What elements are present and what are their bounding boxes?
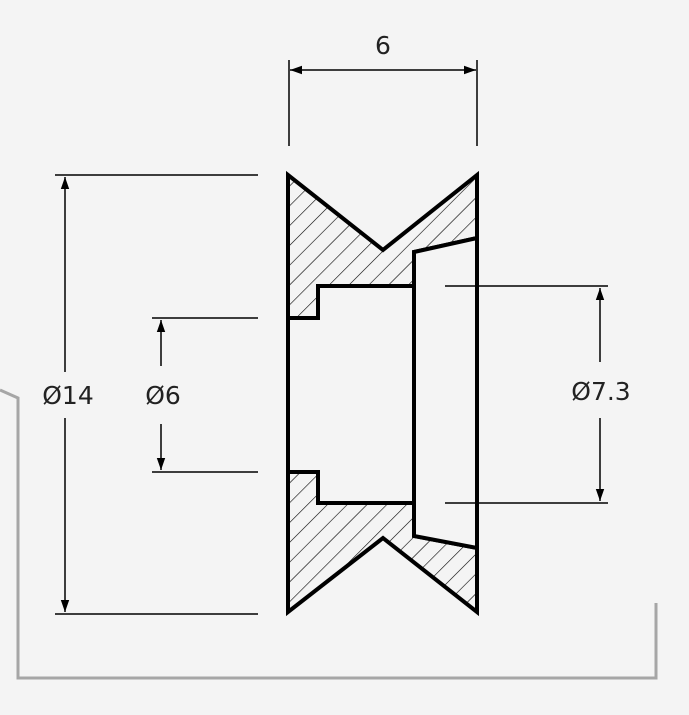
bore-cavity [286,235,479,551]
dim-bore-label: Ø6 [145,381,181,410]
dim-width-label: 6 [375,31,391,60]
dim-cb-label: Ø7.3 [571,377,630,406]
dim-od-label: Ø14 [42,381,94,410]
sheet-frame [0,388,658,680]
